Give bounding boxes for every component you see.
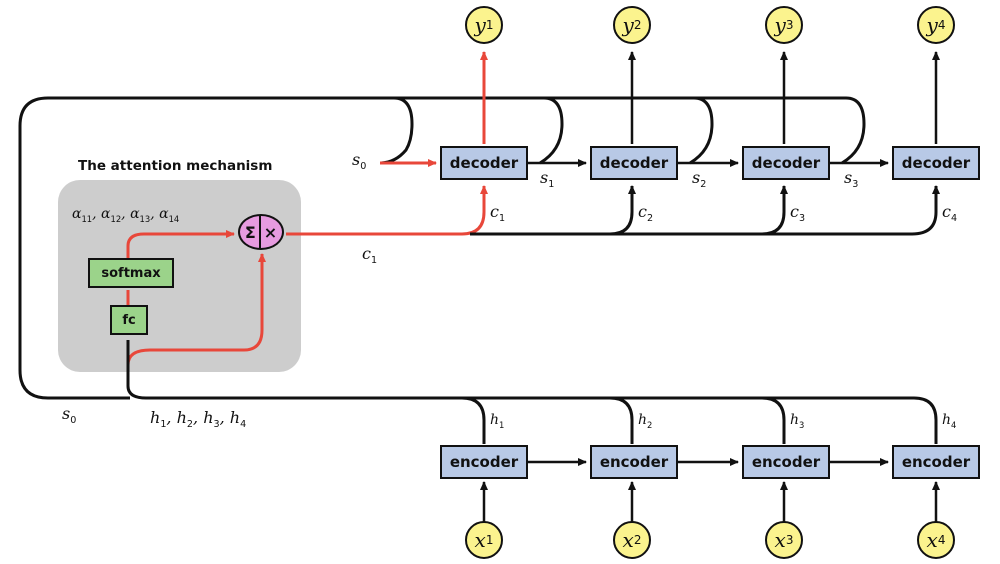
encoder-box-3: encoder bbox=[742, 445, 830, 479]
hidden-h3 bbox=[761, 396, 786, 444]
hidden-h1 bbox=[461, 396, 486, 444]
sum-multiply-node: Σ × bbox=[238, 214, 284, 250]
s0-line bbox=[18, 96, 406, 400]
context-c1-path bbox=[286, 185, 488, 236]
attention-title: The attention mechanism bbox=[78, 158, 273, 174]
state-loop-s3 bbox=[694, 96, 866, 165]
encoder-box-1: encoder bbox=[440, 445, 528, 479]
label-h3: h3 bbox=[790, 412, 805, 430]
encoder-box-4: encoder bbox=[892, 445, 980, 479]
decoder-box-2: decoder bbox=[590, 146, 678, 180]
label-h4: h4 bbox=[942, 412, 957, 430]
hidden-bus bbox=[126, 340, 938, 444]
label-c1-top: c1 bbox=[490, 202, 506, 225]
decoder-box-4: decoder bbox=[892, 146, 980, 180]
fc-box: fc bbox=[110, 305, 148, 335]
label-c1-attention: c1 bbox=[362, 244, 378, 267]
softmax-to-sum bbox=[126, 230, 235, 258]
label-c4: c4 bbox=[942, 202, 958, 225]
label-c2: c2 bbox=[638, 202, 654, 225]
label-s0-bottom: s0 bbox=[62, 404, 77, 427]
context-c3 bbox=[761, 185, 788, 236]
hidden-h2 bbox=[609, 396, 634, 444]
softmax-box: softmax bbox=[88, 258, 174, 288]
decoder-box-3: decoder bbox=[742, 146, 830, 180]
multiply-symbol: × bbox=[263, 222, 278, 242]
label-s3: s3 bbox=[844, 168, 859, 191]
label-alpha-weights: α11, α12, α13, α14 bbox=[72, 206, 180, 224]
label-hidden-states: h1, h2, h3, h4 bbox=[150, 408, 247, 431]
label-s0-decoder: s0 bbox=[352, 150, 367, 173]
label-h2: h2 bbox=[638, 412, 653, 430]
label-s1: s1 bbox=[540, 168, 555, 191]
label-s2: s2 bbox=[692, 168, 707, 191]
encoder-box-2: encoder bbox=[590, 445, 678, 479]
context-c2 bbox=[609, 185, 636, 236]
sum-symbol: Σ bbox=[244, 222, 256, 242]
h-to-sum bbox=[126, 253, 266, 366]
label-h1: h1 bbox=[490, 412, 505, 430]
decoder-box-1: decoder bbox=[440, 146, 528, 180]
context-bus bbox=[470, 185, 940, 236]
label-c3: c3 bbox=[790, 202, 806, 225]
state-loop-s1 bbox=[379, 96, 564, 165]
sum-multiply-divider bbox=[258, 215, 261, 249]
